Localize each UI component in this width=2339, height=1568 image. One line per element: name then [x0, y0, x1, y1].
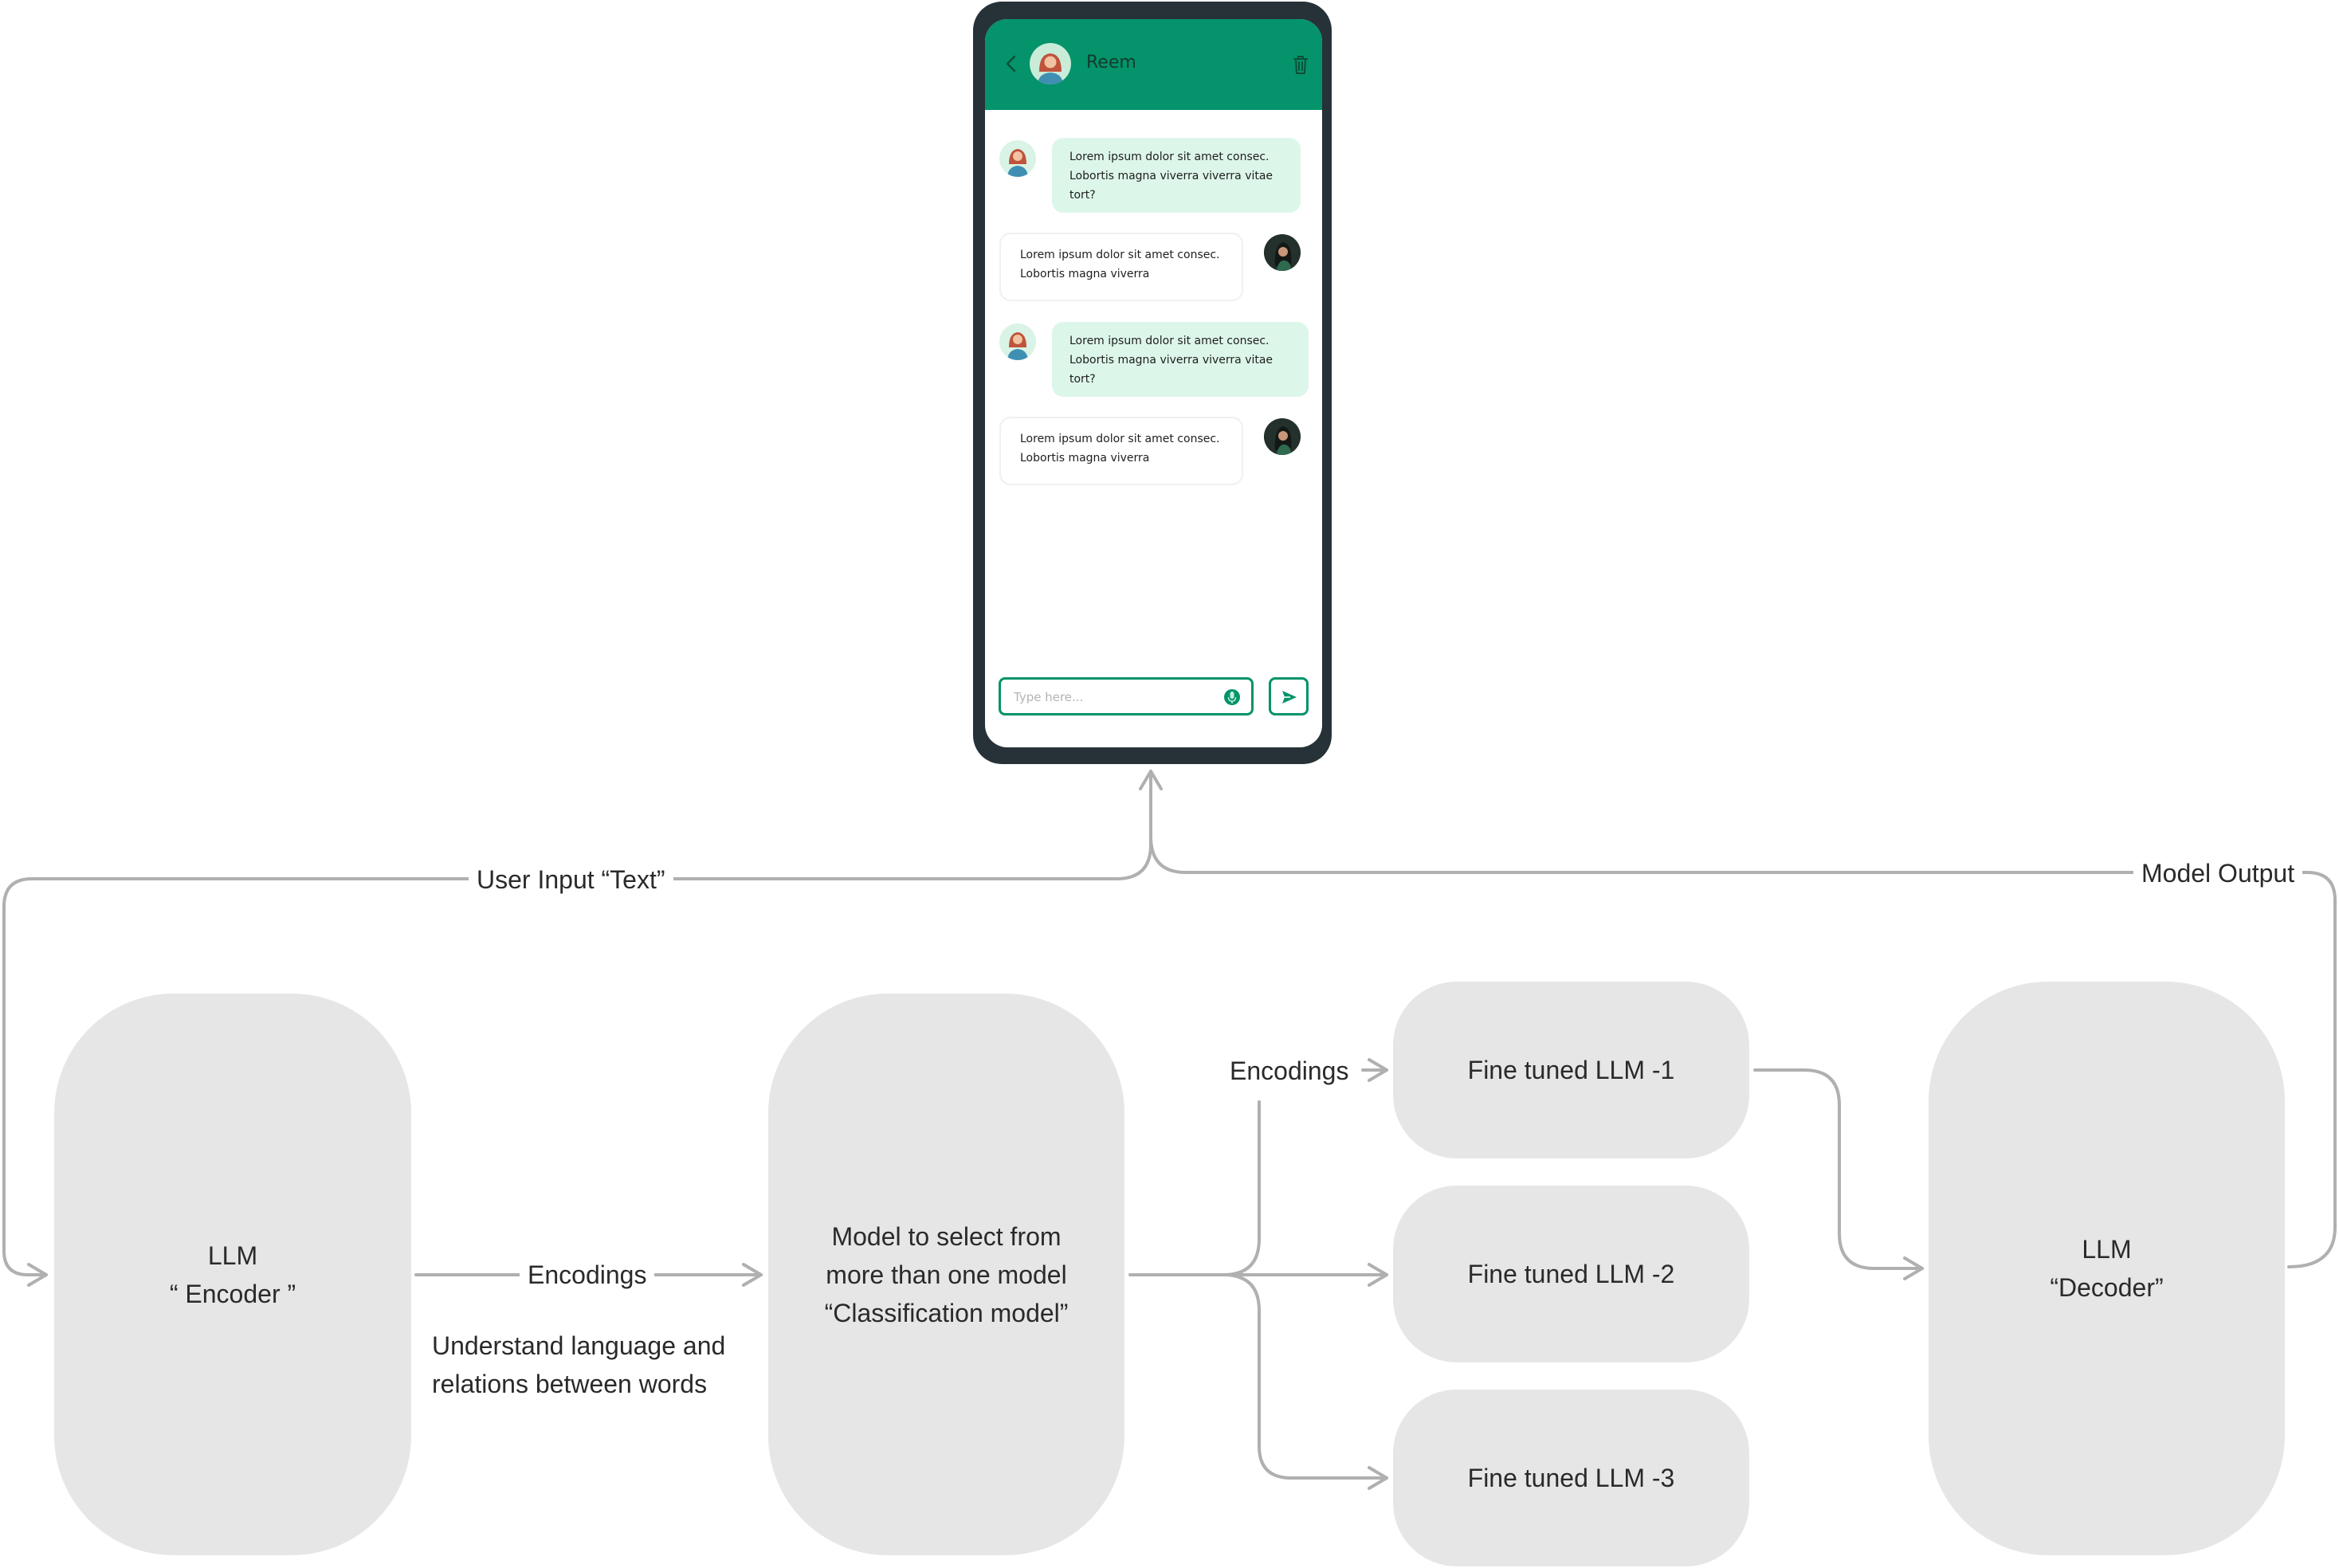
message-bubble-bot: Lorem ipsum dolor sit amet consec. Lobor… [1052, 138, 1301, 213]
avatar-icon [1007, 149, 1028, 177]
fine-tuned-llm-1-node: Fine tuned LLM -1 [1393, 982, 1749, 1158]
encoder-line1: LLM [207, 1241, 258, 1270]
avatar-icon [1264, 234, 1301, 271]
ft3-label: Fine tuned LLM -3 [1467, 1464, 1675, 1492]
send-button[interactable] [1269, 677, 1309, 715]
ft2-label: Fine tuned LLM -2 [1467, 1260, 1675, 1288]
decoder-line1: LLM [2082, 1235, 2132, 1264]
chat-screen: Reem Lorem ipsum dolor sit amet consec. … [985, 19, 1322, 747]
fine-tuned-llm-2-node: Fine tuned LLM -2 [1393, 1186, 1749, 1362]
model-output-label: Model Output [2133, 857, 2303, 889]
ft1-label: Fine tuned LLM -1 [1467, 1056, 1675, 1084]
classifier-node: Model to select from more than one model… [768, 994, 1124, 1555]
microphone-icon[interactable] [1224, 688, 1240, 706]
phone-mockup: Reem Lorem ipsum dolor sit amet consec. … [973, 2, 1332, 764]
decoder-node: LLM “Decoder” [1929, 982, 2285, 1555]
trash-icon[interactable] [1291, 53, 1310, 76]
message-text: Lorem ipsum dolor sit amet consec. Lobor… [1020, 433, 1220, 465]
message-text: Lorem ipsum dolor sit amet consec. Lobor… [1069, 151, 1273, 202]
encodings-label-2: Encodings [1222, 1055, 1357, 1087]
description-line2: relations between words [432, 1370, 708, 1398]
encoder-line2: “ Encoder ” [169, 1279, 296, 1308]
avatar-icon [1007, 332, 1028, 360]
message-bubble-bot: Lorem ipsum dolor sit amet consec. Lobor… [1052, 322, 1309, 397]
back-icon[interactable] [1003, 54, 1020, 73]
send-icon [1282, 691, 1297, 704]
contact-avatar[interactable] [1030, 43, 1071, 84]
chat-header: Reem [985, 19, 1322, 110]
user-input-label: User Input “Text” [469, 864, 673, 896]
description-line1: Understand language and [432, 1331, 726, 1360]
bot-avatar [999, 140, 1036, 177]
classifier-line1: Model to select from [831, 1221, 1062, 1251]
message-bubble-user: Lorem ipsum dolor sit amet consec. Lobor… [999, 417, 1243, 485]
contact-name: Reem [1086, 53, 1136, 73]
message-input[interactable] [1012, 686, 1215, 708]
avatar-icon [1038, 53, 1063, 84]
fine-tuned-llm-3-node: Fine tuned LLM -3 [1393, 1390, 1749, 1566]
bot-avatar [999, 323, 1036, 360]
encoder-node: LLM “ Encoder ” [54, 994, 411, 1555]
user-avatar [1264, 418, 1301, 455]
user-avatar [1264, 234, 1301, 271]
avatar-icon [1264, 418, 1301, 455]
edge-model-output [1139, 770, 2337, 1268]
classifier-line3: “Classification model” [824, 1298, 1069, 1327]
edge-classifier-to-ft3 [1222, 1273, 1388, 1490]
encoder-description: Understand language and relations betwee… [432, 1327, 725, 1403]
edge-user-input [2, 776, 1152, 1287]
message-input-box[interactable] [999, 677, 1254, 715]
edge-branch-up [1222, 1100, 1261, 1276]
message-text: Lorem ipsum dolor sit amet consec. Lobor… [1020, 249, 1220, 280]
decoder-line2: “Decoder” [2050, 1273, 2164, 1302]
edge-ft1-to-decoder [1753, 1068, 1924, 1280]
encodings-label-1: Encodings [520, 1259, 655, 1291]
message-bubble-user: Lorem ipsum dolor sit amet consec. Lobor… [999, 233, 1243, 301]
classifier-line2: more than one model [826, 1260, 1067, 1289]
message-text: Lorem ipsum dolor sit amet consec. Lobor… [1069, 335, 1273, 386]
